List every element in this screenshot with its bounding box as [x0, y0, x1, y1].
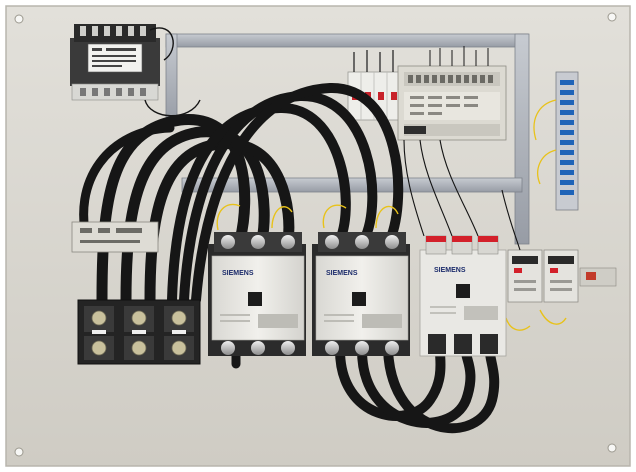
control-wires [216, 203, 567, 331]
contactor-brand-1: SIEMENS [222, 270, 254, 277]
terminal-strip-icon [533, 71, 579, 211]
power-contactor-icon: SIEMENS [208, 232, 306, 356]
mounting-hole-icons [14, 12, 617, 457]
contactor-brand-3: SIEMENS [434, 267, 466, 274]
transformer-icon [70, 24, 201, 117]
thin-control-wires [403, 139, 521, 251]
power-contactor-icon: SIEMENS [312, 232, 410, 356]
contactor-brand-2: SIEMENS [326, 270, 358, 277]
terminal-block-icon [77, 299, 201, 365]
power-contactor-icon: SIEMENS [419, 235, 507, 357]
auxiliary-relay-icon [507, 249, 617, 303]
current-transformer-icon [71, 221, 159, 253]
plc-controller-icon [397, 46, 507, 141]
